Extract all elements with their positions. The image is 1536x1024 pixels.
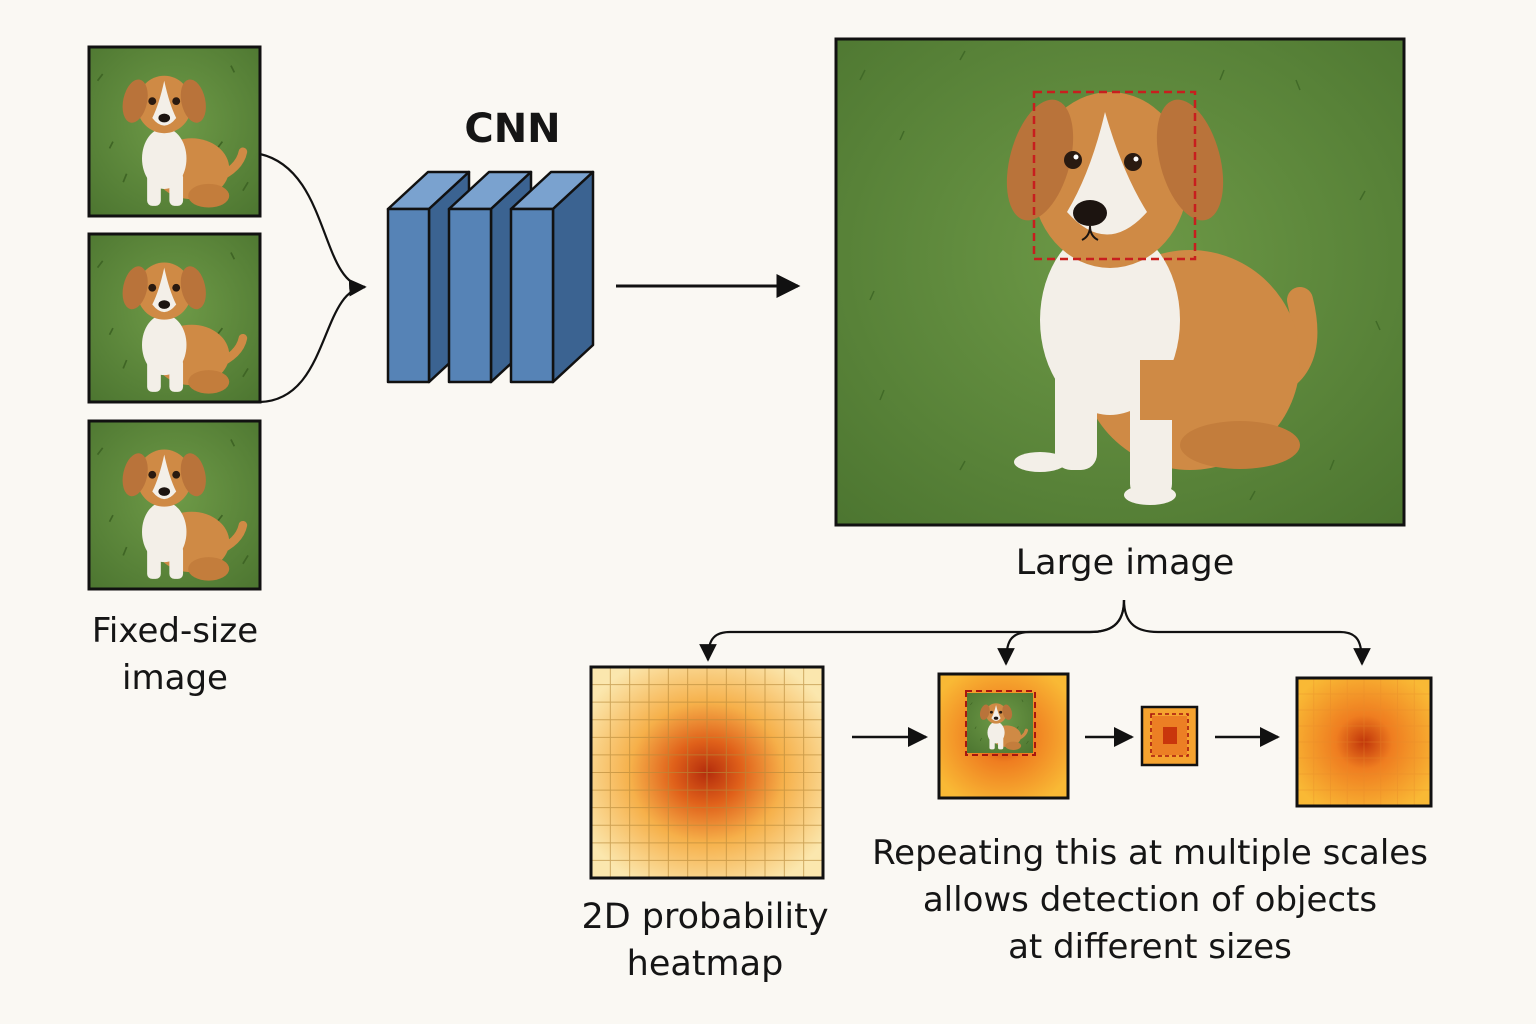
probability-heatmap [589, 665, 825, 880]
merge-curve-bottom [259, 278, 367, 404]
fixed-size-thumbnail-1 [87, 45, 262, 218]
fixed-size-label-line2: image [122, 658, 228, 698]
fixed-size-label-line1: Fixed-size [91, 611, 259, 651]
scale-box-small [1140, 705, 1199, 767]
cnn-block-3 [509, 170, 595, 384]
scale-box-large [1295, 676, 1433, 808]
detection-bounding-box [1032, 90, 1197, 261]
large-image-label: Large image [1015, 543, 1235, 583]
caption-line1: Repeating this at multiple scales [872, 833, 1428, 873]
brace-connector-right [1122, 599, 1371, 666]
scale-box-medium [937, 672, 1070, 800]
heatmap-label-line1: 2D probability [581, 897, 829, 937]
brace-connector-middle [997, 599, 1126, 666]
cnn-label: CNN [464, 106, 561, 152]
caption-line2: allows detection of objects [922, 880, 1378, 920]
fixed-size-thumbnail-2 [87, 232, 262, 404]
large-image [834, 37, 1406, 527]
heatmap-label-line2: heatmap [626, 944, 784, 984]
cnn-block-stack [386, 170, 595, 384]
fixed-size-thumbnail-3 [87, 419, 262, 591]
brace-connector [699, 599, 1126, 662]
caption-line3: at different sizes [1008, 927, 1292, 967]
merge-curve-top [259, 152, 366, 289]
